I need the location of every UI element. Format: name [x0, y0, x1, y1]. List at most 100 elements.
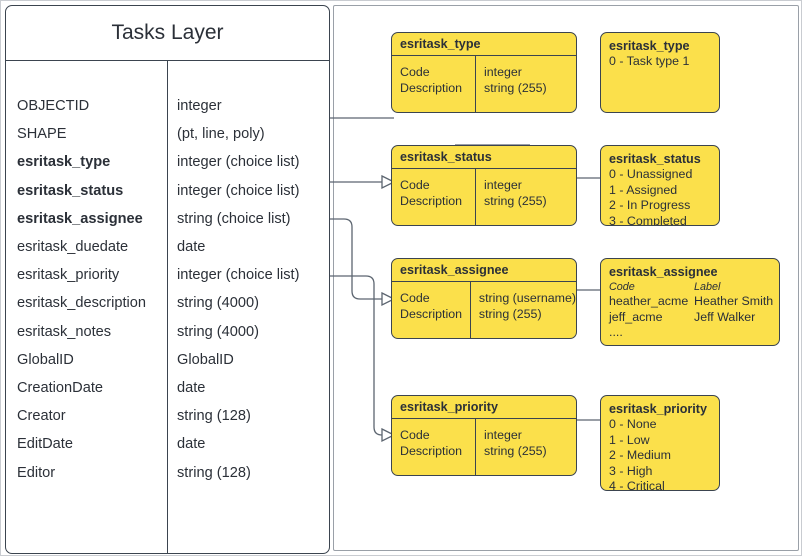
domain-title: esritask_priority [392, 396, 576, 419]
field-type: GlobalID [177, 351, 234, 368]
domain-box-esritask-type[interactable]: esritask_type Code Description integer s… [391, 32, 577, 113]
value-label: Jeff Walker [694, 309, 756, 324]
table-row[interactable]: GlobalID GlobalID [6, 346, 329, 374]
value-item: 1 - Low [609, 432, 650, 447]
domain-type-column: integer string (255) [476, 56, 576, 112]
field-type: string (128) [177, 408, 251, 425]
domain-code-column: Code Description [392, 56, 476, 112]
field-type: date [177, 379, 206, 396]
table-row[interactable]: esritask_type integer (choice list) [6, 148, 329, 176]
domain-field-label: Code [400, 291, 430, 305]
field-type: integer (choice list) [177, 267, 300, 284]
table-row[interactable]: EditDate date [6, 430, 329, 458]
entity-body: OBJECTID integer SHAPE (pt, line, poly) … [6, 61, 329, 553]
field-type: integer (choice list) [177, 154, 300, 171]
domain-body: Code Description integer string (255) [392, 169, 576, 225]
value-code: heather_acme [609, 294, 689, 308]
value-code: jeff_acme [609, 309, 663, 324]
value-col-header-code: Code [609, 281, 635, 293]
value-table: Code Label heather_acme Heather Smith je… [609, 280, 774, 341]
table-row[interactable]: esritask_duedate date [6, 233, 329, 261]
domain-type-column: string (username) string (255) [471, 282, 576, 338]
entity-tasks-layer[interactable]: Tasks Layer OBJECTID integer SHAPE (pt, … [5, 5, 330, 554]
domain-box-esritask-priority[interactable]: esritask_priority Code Description integ… [391, 395, 577, 476]
value-item: 4 - Critical [609, 479, 665, 491]
domain-field-type: string (255) [478, 306, 542, 321]
field-type: integer (choice list) [177, 182, 300, 199]
value-table-row: .... [609, 325, 771, 341]
field-name: esritask_duedate [17, 239, 129, 256]
value-table-row: jeff_acme Jeff Walker [609, 310, 771, 326]
entity-column-divider [167, 61, 168, 553]
domain-title: esritask_assignee [392, 259, 576, 282]
domain-field-type: integer [484, 178, 522, 192]
value-box-esritask-status[interactable]: esritask_status 0 - Unassigned 1 - Assig… [600, 145, 720, 226]
domain-body: Code Description integer string (255) [392, 419, 576, 475]
table-row[interactable]: Editor string (128) [6, 458, 329, 486]
field-type: string (4000) [177, 323, 259, 340]
field-name: esritask_assignee [17, 210, 143, 227]
value-box-title: esritask_assignee [609, 265, 718, 279]
domain-field-label: Description [400, 80, 462, 95]
table-row[interactable]: esritask_assignee string (choice list) [6, 205, 329, 233]
entity-title: Tasks Layer [6, 6, 329, 61]
value-item: 2 - In Progress [609, 198, 691, 212]
value-col-header-label: Label [694, 281, 721, 293]
value-box-esritask-priority[interactable]: esritask_priority 0 - None 1 - Low 2 - M… [600, 395, 720, 491]
domain-body: Code Description string (username) strin… [392, 282, 576, 338]
value-item: 2 - Medium [609, 448, 671, 462]
field-type: date [177, 239, 206, 256]
table-row[interactable]: esritask_notes string (4000) [6, 318, 329, 346]
table-row[interactable]: CreationDate date [6, 374, 329, 402]
domain-field-label: Description [400, 306, 462, 321]
value-item: 1 - Assigned [609, 182, 678, 197]
field-type: date [177, 436, 206, 453]
field-type: string (128) [177, 464, 251, 481]
field-name: esritask_priority [17, 267, 120, 284]
domain-box-esritask-assignee[interactable]: esritask_assignee Code Description strin… [391, 258, 577, 339]
table-row[interactable]: Creator string (128) [6, 402, 329, 430]
table-row[interactable]: esritask_status integer (choice list) [6, 177, 329, 205]
value-box-title: esritask_status [609, 152, 701, 166]
value-item: 0 - Unassigned [609, 167, 693, 181]
field-name: EditDate [17, 436, 73, 453]
value-box-esritask-type[interactable]: esritask_type 0 - Task type 1 [600, 32, 720, 113]
value-item: 0 - None [609, 417, 657, 431]
domain-field-type: string (255) [484, 193, 547, 208]
value-label [694, 325, 771, 341]
domain-field-label: Code [400, 178, 430, 192]
field-name: OBJECTID [17, 98, 90, 115]
table-row[interactable]: esritask_description string (4000) [6, 289, 329, 317]
domain-field-type: string (username) [478, 291, 576, 305]
domain-field-label: Description [400, 193, 462, 208]
value-item: 3 - Completed [609, 213, 687, 226]
domain-field-type: string (255) [484, 443, 547, 458]
domain-code-column: Code Description [392, 282, 471, 338]
value-box-esritask-assignee[interactable]: esritask_assignee Code Label heather_acm… [600, 258, 780, 346]
domain-body: Code Description integer string (255) [392, 56, 576, 112]
field-name: esritask_type [17, 154, 111, 171]
value-box-title: esritask_priority [609, 402, 708, 416]
field-name: Editor [17, 464, 56, 481]
table-row[interactable]: esritask_priority integer (choice list) [6, 261, 329, 289]
domain-type-column: integer string (255) [476, 419, 576, 475]
value-label: Heather Smith [694, 294, 774, 308]
table-row[interactable]: OBJECTID integer [6, 92, 329, 120]
field-name: esritask_description [17, 295, 146, 312]
table-row[interactable]: SHAPE (pt, line, poly) [6, 120, 329, 148]
domain-box-esritask-status[interactable]: esritask_status Code Description integer… [391, 145, 577, 226]
domain-field-label: Description [400, 443, 462, 458]
domain-title: esritask_type [392, 33, 576, 56]
field-type: integer [177, 98, 222, 115]
domain-field-type: integer [484, 428, 522, 442]
field-type: string (choice list) [177, 210, 291, 227]
field-name: GlobalID [17, 351, 74, 368]
value-item: 3 - High [609, 463, 653, 478]
domain-field-label: Code [400, 65, 430, 79]
domain-title: esritask_status [392, 146, 576, 169]
domain-field-type: string (255) [484, 80, 547, 95]
value-table-header-row: Code Label [609, 280, 771, 294]
field-name: esritask_status [17, 182, 124, 199]
field-name: SHAPE [17, 126, 67, 143]
